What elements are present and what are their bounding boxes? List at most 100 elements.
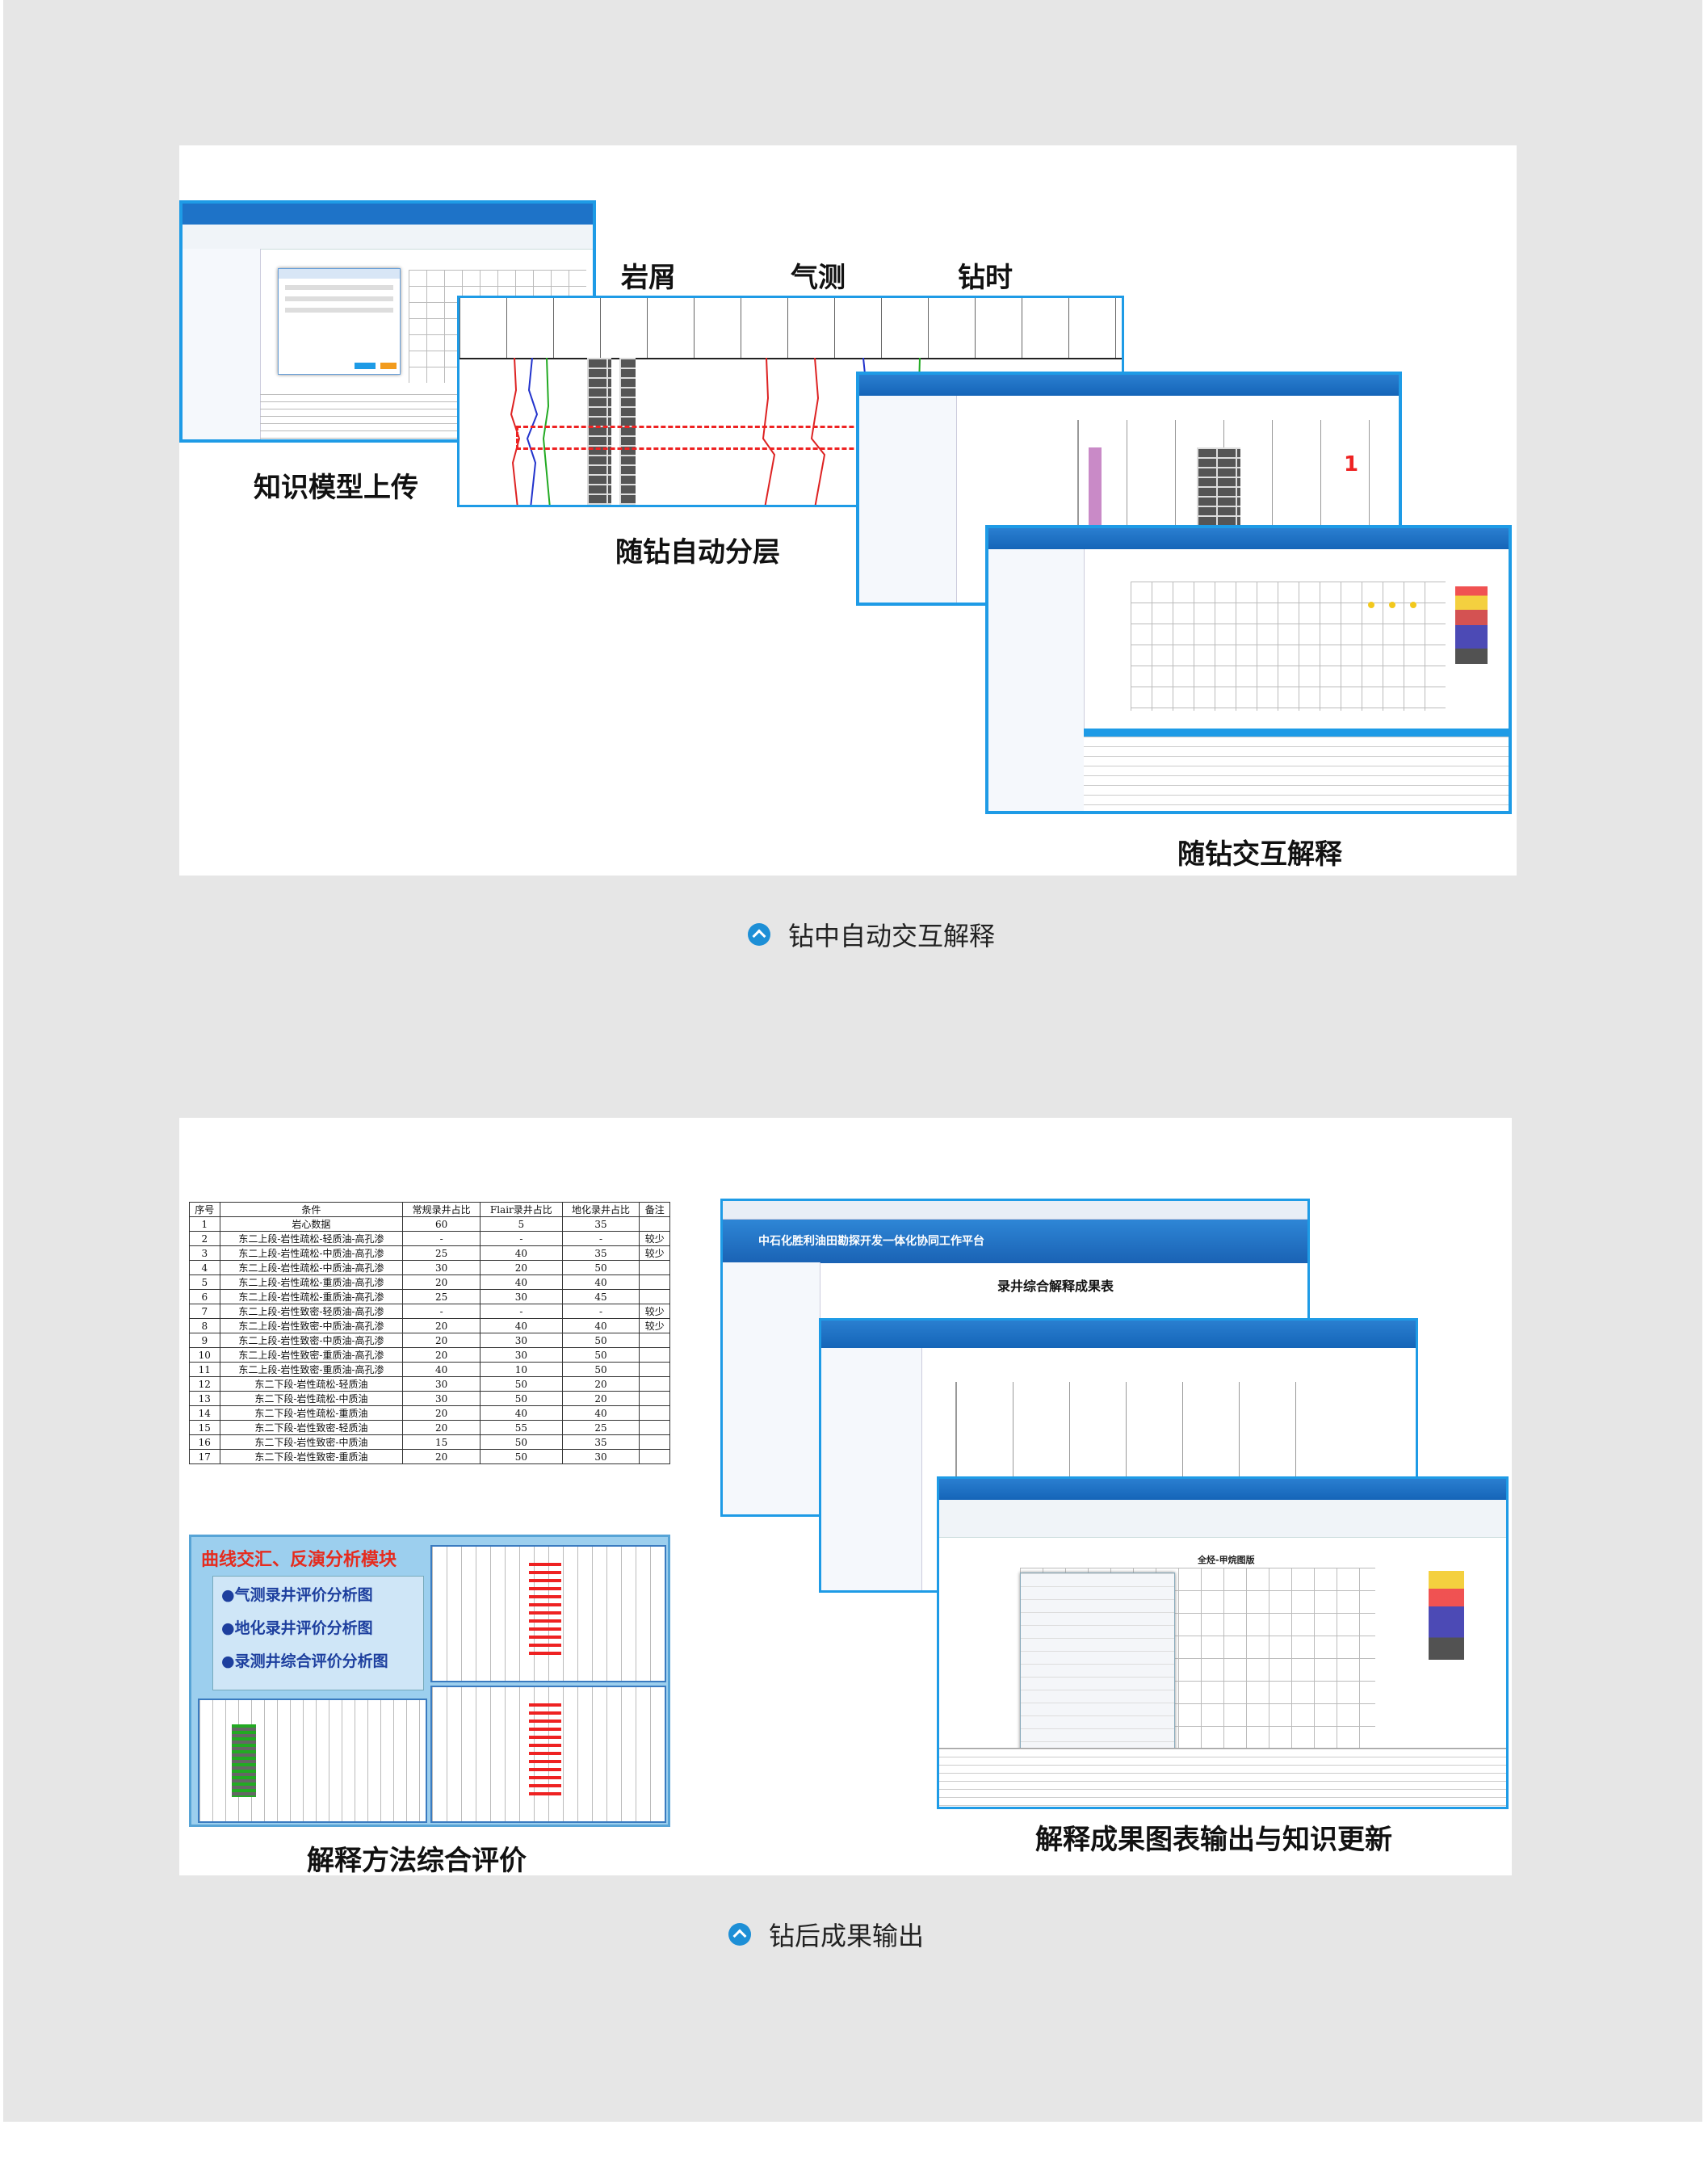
caption-section-2: 钻后成果输出 <box>728 1916 924 1953</box>
table-cell: 东二下段-岩性致密-轻质油 <box>219 1420 404 1435</box>
table-cell <box>639 1434 670 1450</box>
table-cell: 12 <box>189 1376 220 1392</box>
table-cell: 20 <box>480 1260 563 1275</box>
table-cell: 1 <box>189 1216 220 1232</box>
platform-header: 中石化胜利油田勘探开发一体化协同工作平台 <box>723 1220 1307 1263</box>
table-cell: 东二下段-岩性疏松-轻质油 <box>219 1376 404 1392</box>
table-cell <box>639 1216 670 1232</box>
table-cell: 3 <box>189 1245 220 1261</box>
window-toolbar <box>183 225 593 250</box>
lithology-column <box>587 358 611 505</box>
table-cell: 4 <box>189 1260 220 1275</box>
table-cell: 30 <box>561 1449 640 1464</box>
result-table <box>1084 729 1509 811</box>
table-cell: 13 <box>189 1391 220 1406</box>
table-cell <box>639 1449 670 1464</box>
crossplot-legend <box>1455 586 1488 664</box>
table-cell <box>639 1362 670 1377</box>
table-cell: - <box>480 1231 563 1246</box>
curve-analysis-module: 曲线交汇、反演分析模块 ●气测录井评价分析图 ●地化录井评价分析图 ●录测井综合… <box>189 1535 670 1827</box>
nav-panel <box>821 1348 922 1590</box>
module-items: ●气测录井评价分析图 ●地化录井评价分析图 ●录测井综合评价分析图 <box>212 1576 424 1690</box>
crossplot-legend <box>1429 1571 1464 1660</box>
table-cell: 2 <box>189 1231 220 1246</box>
module-title: 曲线交汇、反演分析模块 <box>201 1550 397 1570</box>
table-cell: 40 <box>480 1318 563 1333</box>
caption-text: 钻中自动交互解释 <box>788 921 996 951</box>
figure-panel-drilling-interpretation: 知识模型上传 岩屑 气测 钻时 随钻自动分层 1 <box>179 145 1517 876</box>
table-cell: 25 <box>402 1245 481 1261</box>
table-cell <box>639 1420 670 1435</box>
table-cell: 30 <box>402 1376 481 1392</box>
table-cell: 较少 <box>639 1245 670 1261</box>
table-cell: 40 <box>402 1362 481 1377</box>
table-cell: 7 <box>189 1304 220 1319</box>
table-cell: 14 <box>189 1405 220 1421</box>
header-cell: 常规录井占比 <box>402 1202 481 1217</box>
nav-panel <box>859 396 957 603</box>
table-cell: - <box>480 1304 563 1319</box>
table-cell: 30 <box>402 1260 481 1275</box>
table-cell: 20 <box>561 1376 640 1392</box>
table-cell <box>639 1274 670 1290</box>
header-cell: 备注 <box>639 1202 670 1217</box>
table-cell: 东二上段-岩性疏松-轻质油-高孔渗 <box>219 1231 404 1246</box>
label-drill-time: 钻时 <box>958 262 1013 294</box>
table-cell: 岩心数据 <box>219 1216 404 1232</box>
table-cell: 50 <box>480 1449 563 1464</box>
crossplot-points <box>1368 596 1419 611</box>
table-cell: 东二上段-岩性疏松-中质油-高孔渗 <box>219 1260 404 1275</box>
table-cell: 35 <box>561 1216 640 1232</box>
table-cell: 50 <box>561 1260 640 1275</box>
log-thumbnail-1 <box>430 1545 666 1682</box>
nav-panel <box>723 1262 820 1514</box>
label-auto-layering: 随钻自动分层 <box>615 536 780 569</box>
table-cell: 20 <box>402 1333 481 1348</box>
table-cell: 30 <box>480 1347 563 1363</box>
table-cell: 20 <box>402 1405 481 1421</box>
table-cell: 35 <box>561 1434 640 1450</box>
table-cell: 50 <box>480 1391 563 1406</box>
table-cell: 45 <box>561 1289 640 1304</box>
lithology-column-2 <box>619 358 636 505</box>
table-cell: 40 <box>480 1245 563 1261</box>
table-header-row: 序号 条件 常规录井占比 Flair录井占比 地化录井占比 备注 <box>189 1202 670 1217</box>
table-cell: 25 <box>402 1289 481 1304</box>
table-cell: 50 <box>561 1362 640 1377</box>
table-cell: 10 <box>189 1347 220 1363</box>
table-cell: 东二上段-岩性致密-中质油-高孔渗 <box>219 1318 404 1333</box>
nav-panel <box>988 549 1085 811</box>
table-cell: 20 <box>402 1274 481 1290</box>
module-item: ●地化录井评价分析图 <box>221 1619 373 1637</box>
table-cell: 东二下段-岩性致密-重质油 <box>219 1449 404 1464</box>
table-cell: - <box>561 1304 640 1319</box>
table-cell: 30 <box>480 1333 563 1348</box>
table-cell: 60 <box>402 1216 481 1232</box>
table-cell: 40 <box>561 1405 640 1421</box>
table-cell: - <box>561 1231 640 1246</box>
table-cell: 55 <box>480 1420 563 1435</box>
settings-dialog <box>1020 1573 1175 1763</box>
tree-panel <box>183 249 261 439</box>
table-cell: 20 <box>402 1318 481 1333</box>
table-cell: 10 <box>480 1362 563 1377</box>
table-cell: 东二上段-岩性疏松-重质油-高孔渗 <box>219 1289 404 1304</box>
table-cell: 东二下段-岩性疏松-重质油 <box>219 1405 404 1421</box>
table-cell: 50 <box>480 1434 563 1450</box>
log-thumbnail-2 <box>198 1699 427 1823</box>
chevron-up-circle-icon <box>728 1923 751 1946</box>
table-cell: 20 <box>402 1449 481 1464</box>
window-titlebar <box>988 528 1509 549</box>
